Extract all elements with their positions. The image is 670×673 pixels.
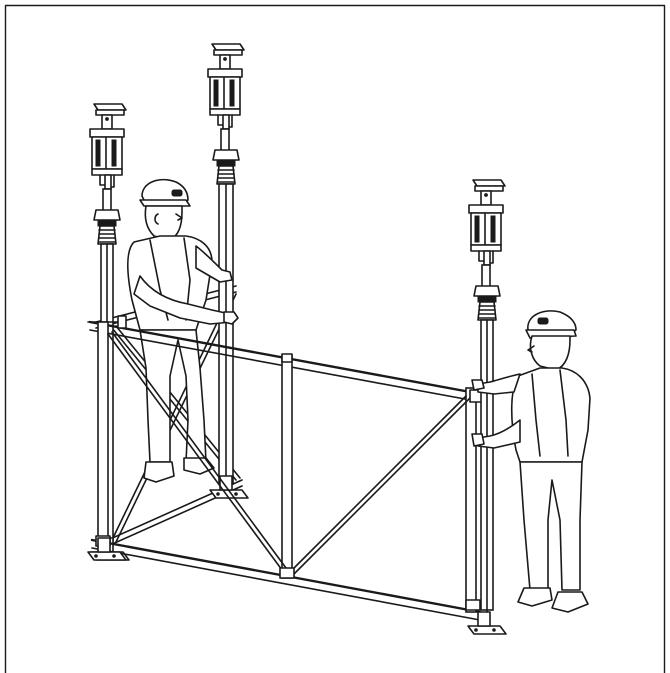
prop-back-right	[207, 43, 249, 499]
worker-left	[126, 178, 239, 483]
prop-back-left	[89, 103, 130, 561]
worker-right	[471, 310, 591, 613]
figure-border	[4, 4, 666, 673]
front-frame	[87, 315, 507, 635]
